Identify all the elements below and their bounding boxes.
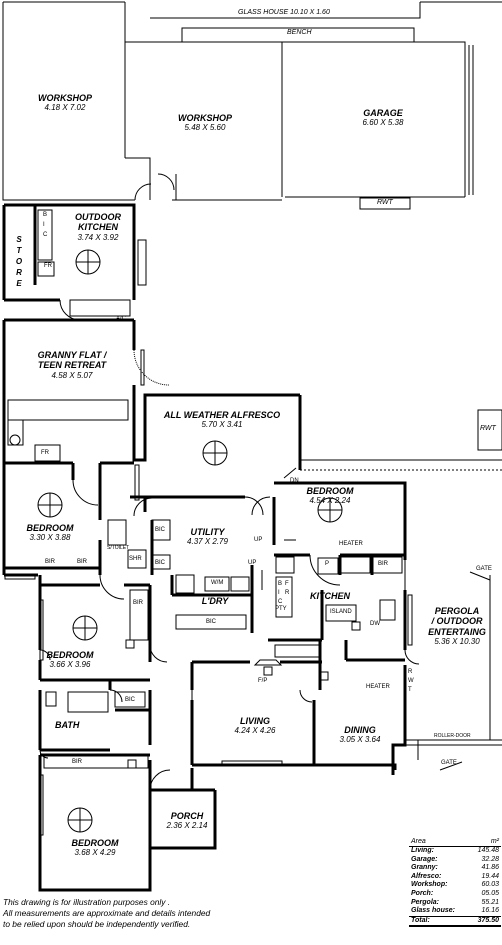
heater-bedroom-label: HEATER — [339, 541, 363, 547]
gate-top-label: GATE — [476, 566, 492, 572]
area-row: Workshop:60.03 — [411, 881, 499, 889]
living-label: LIVING 4.24 X 4.26 — [234, 716, 276, 736]
pergola-label: PERGOLA / OUTDOOR ENTERTAING 5.36 X 10.3… — [428, 606, 486, 647]
main-house-walls — [2, 203, 407, 892]
down-stair-label: DN — [290, 478, 299, 484]
bic-utility-2-label: BIC — [155, 560, 166, 566]
island-label: ISLAND — [330, 609, 352, 615]
heater-dining-label: HEATER — [366, 684, 390, 690]
gate-bottom-label: GATE — [441, 760, 457, 766]
fireplace-label: F/P — [258, 678, 268, 684]
bir-granny-1-label: BIR — [45, 559, 56, 565]
fridge-label: FR — [44, 263, 52, 269]
bedroom-sw-label: BEDROOM 3.68 X 4.29 — [71, 838, 119, 858]
rwt-garage-label: RWT — [377, 199, 393, 206]
pantry-p-label: P — [325, 561, 330, 567]
store-label: STORE — [15, 235, 23, 288]
washing-machine-label: W/M — [211, 580, 224, 586]
glasshouse-label: GLASS HOUSE 10.10 X 1.60 — [238, 9, 330, 16]
granny-flat-label: GRANNY FLAT / TEEN RETREAT 4.58 X 5.07 — [37, 350, 107, 380]
pantry-label: PTY — [275, 606, 287, 612]
area-row: Porch:05.05 — [411, 889, 499, 897]
workshop-2-label: WORKSHOP 5.48 X 5.60 — [178, 113, 232, 133]
granny-fridge-label: FR — [41, 450, 49, 456]
area-row: Granny:41.86 — [411, 864, 499, 872]
disclaimer: This drawing is for illustration purpose… — [3, 897, 211, 929]
shower-label: SHR — [129, 556, 142, 562]
aircon-label: A/C — [116, 316, 127, 322]
bic-laundry-label: BIC — [206, 619, 217, 625]
bedroom-ne-label: BEDROOM 4.54 X 2.24 — [306, 486, 354, 506]
outbuilding-walls — [2, 1, 502, 451]
bir-mid-label: BIR — [133, 600, 144, 606]
outdoor-kitchen-label: OUTDOOR KITCHEN 3.74 X 3.92 — [75, 212, 121, 242]
dishwasher-label: DW — [370, 621, 380, 627]
plan-details — [4, 209, 502, 836]
alfresco-label: ALL WEATHER ALFRESCO 5.70 X 3.41 — [163, 410, 281, 430]
area-row: Alfresco:19.44 — [411, 872, 499, 880]
area-row: Pergola:55.21 — [411, 898, 499, 906]
area-row: Garage:32.28 — [411, 855, 499, 863]
up-stair-1-label: UP — [254, 537, 263, 543]
bedroom-granny-label: BEDROOM 3.30 X 3.88 — [26, 523, 74, 543]
workshop-1-label: WORKSHOP 4.18 X 7.02 — [38, 93, 92, 113]
area-total-row: Total:375.50 — [409, 915, 501, 928]
bedroom-mid-label: BEDROOM 3.66 X 3.96 — [46, 650, 94, 670]
bir-sw-label: BIR — [72, 759, 83, 765]
dining-label: DINING 3.05 X 3.64 — [339, 725, 381, 745]
laundry-label: L'DRY — [201, 596, 229, 606]
up-stair-2-label: UP — [248, 560, 257, 566]
roller-door-label: ROLLER-DOOR — [434, 733, 471, 739]
area-row: Living:145.48 — [411, 847, 499, 854]
rwt-right-label: RWT — [480, 425, 496, 432]
bic-bath-label: BIC — [125, 697, 136, 703]
bir-granny-2-label: BIR — [77, 559, 88, 565]
area-row: Glass house:16.16 — [411, 907, 499, 915]
bath-label: BATH — [55, 720, 80, 730]
kitchen-label: KITCHEN — [310, 591, 350, 601]
stoilet-label: S/TOILET — [107, 545, 130, 551]
utility-label: UTILITY 4.37 X 2.79 — [187, 527, 228, 547]
garage-label: GARAGE 6.60 X 5.38 — [362, 108, 404, 128]
porch-label: PORCH 2.36 X 2.14 — [166, 811, 208, 831]
bench-label: BENCH — [287, 29, 312, 36]
bic-utility-1-label: BIC — [155, 527, 166, 533]
ceiling-fan-lights — [37, 249, 343, 833]
bir-ne-label: BIR — [378, 561, 389, 567]
